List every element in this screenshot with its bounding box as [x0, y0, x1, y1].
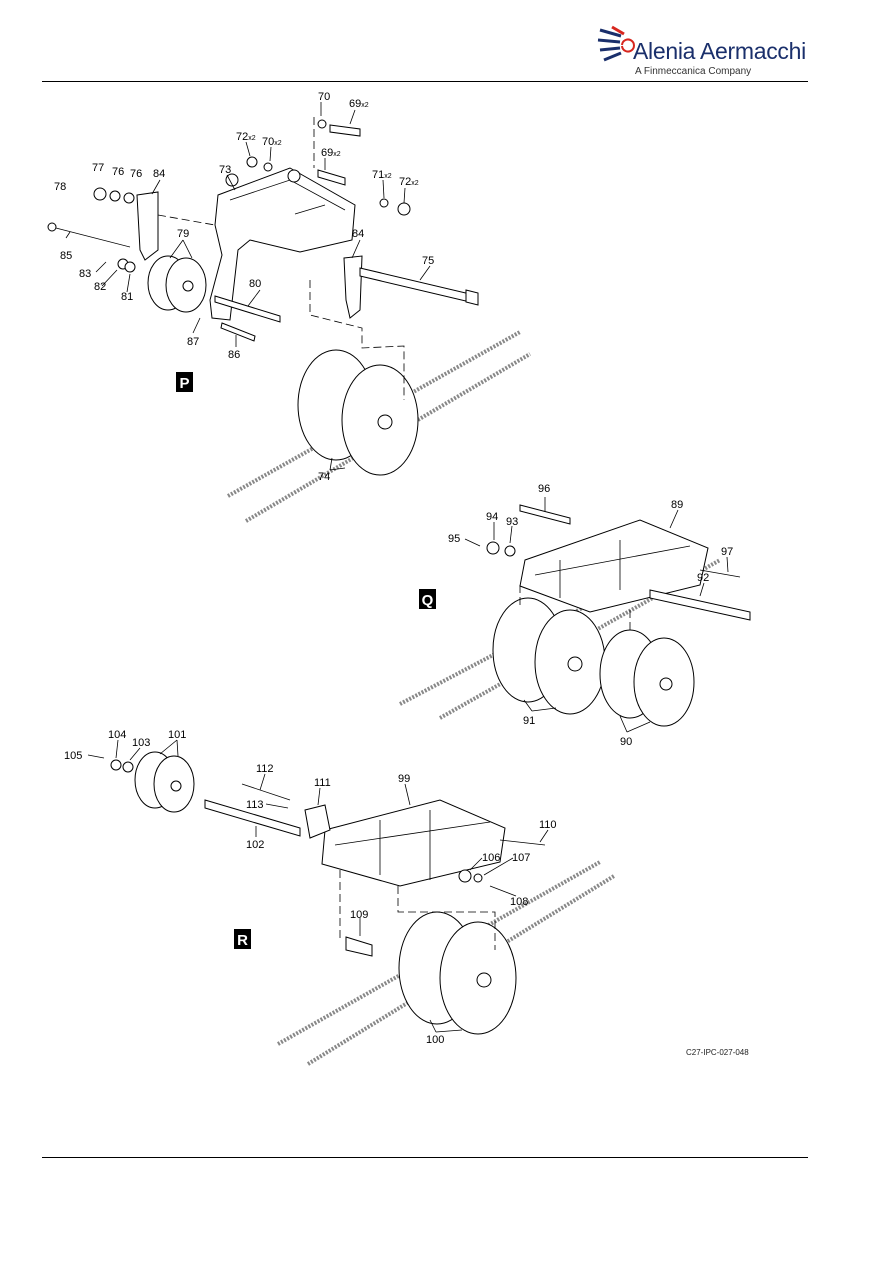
- callout-76b: 76: [130, 168, 142, 180]
- callout-112: 112: [256, 763, 274, 775]
- callout-100: 100: [426, 1034, 444, 1046]
- view-q-assembly: [399, 504, 751, 727]
- pin-110: [499, 839, 546, 846]
- callout-104: 104: [108, 729, 126, 741]
- callout-84b: 84: [352, 228, 364, 240]
- callout-70: 70: [318, 91, 330, 103]
- callout-96: 96: [538, 483, 550, 495]
- callout-77: 77: [92, 162, 104, 174]
- bracket-84-right: [343, 255, 363, 319]
- callout-90: 90: [620, 736, 632, 748]
- leader-lines: [65, 102, 729, 1033]
- bolt-80: [214, 295, 281, 323]
- callout-labels: 70 69x2 72x2 70x2 69x2 71x2 72x2 73 77 7…: [54, 91, 733, 1046]
- callout-92: 92: [697, 572, 709, 584]
- callout-74: 74: [318, 471, 330, 483]
- callout-102: 102: [246, 839, 264, 851]
- callout-95: 95: [448, 533, 460, 545]
- bolt-85: [51, 226, 131, 248]
- svg-text:72x2: 72x2: [399, 176, 419, 188]
- callout-109: 109: [350, 909, 368, 921]
- view-p-assembly: [47, 117, 532, 523]
- callout-83: 83: [79, 268, 91, 280]
- view-label-p: P: [176, 372, 193, 392]
- shaft-102: [204, 799, 301, 837]
- svg-text:72x2: 72x2: [236, 131, 256, 143]
- footer-divider: [42, 1157, 808, 1158]
- bracket-84-left: [136, 191, 159, 261]
- bolt-75: [359, 267, 471, 303]
- view-label-q: Q: [419, 589, 436, 609]
- brand-name: Alenia Aermacchi: [633, 38, 806, 64]
- callout-106: 106: [482, 852, 500, 864]
- view-r-assembly: [110, 751, 616, 1066]
- view-label-r: R: [234, 929, 251, 949]
- bolt-92: [649, 589, 751, 621]
- svg-text:69x2: 69x2: [321, 147, 341, 159]
- callout-99: 99: [398, 773, 410, 785]
- callout-93: 93: [506, 516, 518, 528]
- bolt-96: [519, 504, 571, 525]
- callout-107: 107: [512, 852, 530, 864]
- svg-text:R: R: [237, 932, 248, 949]
- callout-78: 78: [54, 181, 66, 193]
- callout-82: 82: [94, 281, 106, 293]
- svg-text:71x2: 71x2: [372, 169, 392, 181]
- callout-71: 71: [372, 169, 384, 181]
- callout-91: 91: [523, 715, 535, 727]
- callout-97: 97: [721, 546, 733, 558]
- callout-80: 80: [249, 278, 261, 290]
- callout-113: 113: [246, 799, 264, 811]
- callout-108: 108: [510, 896, 528, 908]
- callout-81: 81: [121, 291, 133, 303]
- swoosh-logo-icon: [597, 25, 635, 62]
- callout-89: 89: [671, 499, 683, 511]
- pin-86: [220, 322, 256, 342]
- fitting-111: [304, 804, 331, 839]
- callout-85: 85: [60, 250, 72, 262]
- callout-69: 69: [349, 98, 361, 110]
- callout-70b: 70: [262, 136, 274, 148]
- callout-87: 87: [187, 336, 199, 348]
- callout-84: 84: [153, 168, 165, 180]
- callout-110: 110: [539, 819, 557, 831]
- callout-72: 72: [236, 131, 248, 143]
- pin-97: [699, 569, 741, 578]
- svg-text:70x2: 70x2: [262, 136, 282, 148]
- callout-94: 94: [486, 511, 498, 523]
- callout-79: 79: [177, 228, 189, 240]
- callout-111: 111: [314, 777, 331, 789]
- svg-text:69x2: 69x2: [349, 98, 369, 110]
- frame-99: [321, 799, 506, 887]
- callout-73: 73: [219, 164, 231, 176]
- callout-69b: 69: [321, 147, 333, 159]
- bracket-73: [209, 167, 356, 321]
- cable-r-1: [277, 860, 601, 1046]
- header-divider: [42, 81, 808, 82]
- callout-103: 103: [132, 737, 150, 749]
- callout-72b: 72: [399, 176, 411, 188]
- callout-101: 101: [168, 729, 186, 741]
- callout-86: 86: [228, 349, 240, 361]
- callout-105: 105: [64, 750, 82, 762]
- figure-id: C27-IPC-027-048: [686, 1048, 749, 1057]
- brand-tagline: A Finmeccanica Company: [635, 66, 752, 77]
- callout-76: 76: [112, 166, 124, 178]
- pin-112: [241, 783, 291, 801]
- svg-text:Q: Q: [422, 592, 434, 609]
- bushing-109: [345, 936, 373, 957]
- svg-text:P: P: [179, 375, 189, 392]
- callout-75: 75: [422, 255, 434, 267]
